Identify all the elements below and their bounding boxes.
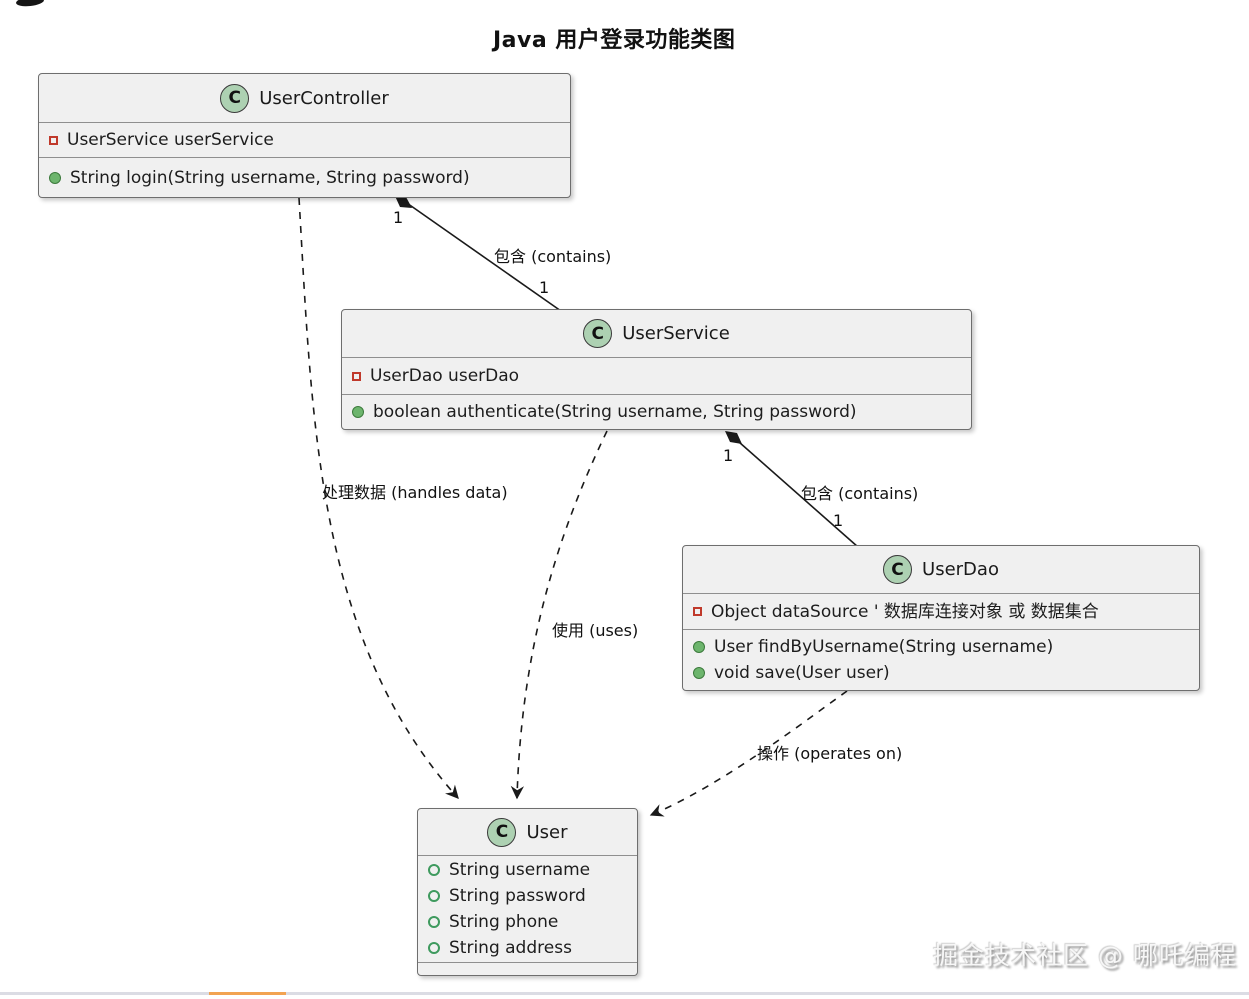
multiplicity-label: 1 — [393, 208, 404, 227]
class-header: C UserController — [39, 74, 570, 122]
class-name: UserController — [259, 87, 389, 109]
methods-compartment-empty — [418, 962, 637, 975]
diagram-title: Java 用户登录功能类图 — [493, 28, 736, 53]
methods-compartment: boolean authenticate(String username, St… — [342, 394, 971, 429]
field-text: String username — [449, 860, 591, 880]
class-name: UserDao — [922, 559, 999, 580]
watermark: 掘金技术社区 @ 哪吒编程 — [933, 941, 1237, 970]
class-method: User findByUsername(String username) — [693, 634, 1189, 660]
private-field-icon — [352, 371, 361, 381]
class-field: UserService userService — [49, 127, 560, 153]
multiplicity-label: 1 — [833, 511, 844, 530]
class-header: C UserService — [342, 310, 971, 357]
multiplicity-label: 1 — [539, 278, 550, 297]
field-text: UserService userService — [67, 130, 274, 150]
methods-compartment: User findByUsername(String username) voi… — [683, 629, 1199, 690]
video-progress-accent[interactable] — [209, 992, 286, 995]
public-method-icon — [693, 667, 705, 679]
fields-compartment: UserDao userDao — [342, 357, 971, 394]
class-field: String address — [428, 935, 627, 961]
edge-dependency-controller-user — [298, 197, 459, 799]
public-method-icon — [352, 406, 364, 418]
public-field-icon — [428, 916, 440, 928]
composition-diamond-icon — [725, 431, 742, 444]
edge-label-handles-data: 处理数据 (handles data) — [322, 483, 508, 502]
methods-compartment: String login(String username, String pas… — [39, 157, 570, 197]
field-text: String address — [449, 938, 572, 958]
edge-composition-service-dao — [725, 431, 859, 548]
class-field: String password — [428, 883, 627, 909]
class-field: Object dataSource ' 数据库连接对象 或 数据集合 — [693, 599, 1189, 625]
multiplicity-label: 1 — [723, 446, 734, 465]
class-method: String login(String username, String pas… — [49, 165, 560, 191]
field-text: UserDao userDao — [370, 366, 520, 386]
class-stereotype-icon: C — [883, 555, 913, 584]
field-text: Object dataSource ' 数据库连接对象 或 数据集合 — [711, 601, 1099, 622]
class-stereotype-icon: C — [220, 83, 250, 113]
composition-diamond-icon — [395, 196, 412, 208]
public-method-icon — [693, 641, 705, 653]
method-text: User findByUsername(String username) — [714, 637, 1054, 657]
edge-dependency-service-user — [510, 430, 608, 800]
private-field-icon — [693, 607, 702, 616]
class-stereotype-icon: C — [487, 817, 517, 847]
class-box-userservice: C UserService UserDao userDao boolean au… — [341, 309, 972, 430]
method-text: boolean authenticate(String username, St… — [373, 402, 857, 422]
private-field-icon — [49, 135, 58, 145]
edge-label-operates-on: 操作 (operates on) — [757, 744, 903, 763]
class-field: String phone — [428, 909, 627, 935]
edge-composition-controller-service — [395, 196, 562, 312]
class-header: C UserDao — [683, 546, 1199, 593]
video-progress-track[interactable] — [0, 992, 1249, 995]
class-name: User — [526, 821, 568, 843]
class-box-userdao: C UserDao Object dataSource ' 数据库连接对象 或 … — [682, 545, 1200, 691]
class-field: UserDao userDao — [352, 363, 961, 389]
class-box-user: C User String username String password S… — [417, 808, 638, 976]
fields-compartment: Object dataSource ' 数据库连接对象 或 数据集合 — [683, 593, 1199, 629]
class-name: UserService — [622, 323, 730, 344]
class-field: String username — [428, 857, 627, 883]
class-header: C User — [418, 809, 637, 855]
field-text: String phone — [449, 912, 559, 932]
method-text: void save(User user) — [714, 663, 890, 683]
class-stereotype-icon: C — [583, 319, 613, 348]
public-field-icon — [428, 864, 440, 876]
fields-compartment: UserService userService — [39, 122, 570, 157]
edge-label-contains: 包含 (contains) — [801, 484, 919, 503]
edge-label-uses: 使用 (uses) — [552, 621, 639, 640]
field-text: String password — [449, 886, 586, 906]
public-field-icon — [428, 942, 440, 954]
class-method: boolean authenticate(String username, St… — [352, 399, 961, 425]
class-box-usercontroller: C UserController UserService userService… — [38, 73, 571, 198]
public-method-icon — [49, 171, 61, 184]
class-method: void save(User user) — [693, 660, 1189, 686]
fields-compartment: String username String password String p… — [418, 855, 637, 962]
edge-label-contains: 包含 (contains) — [494, 247, 612, 266]
method-text: String login(String username, String pas… — [70, 167, 470, 188]
public-field-icon — [428, 890, 440, 902]
